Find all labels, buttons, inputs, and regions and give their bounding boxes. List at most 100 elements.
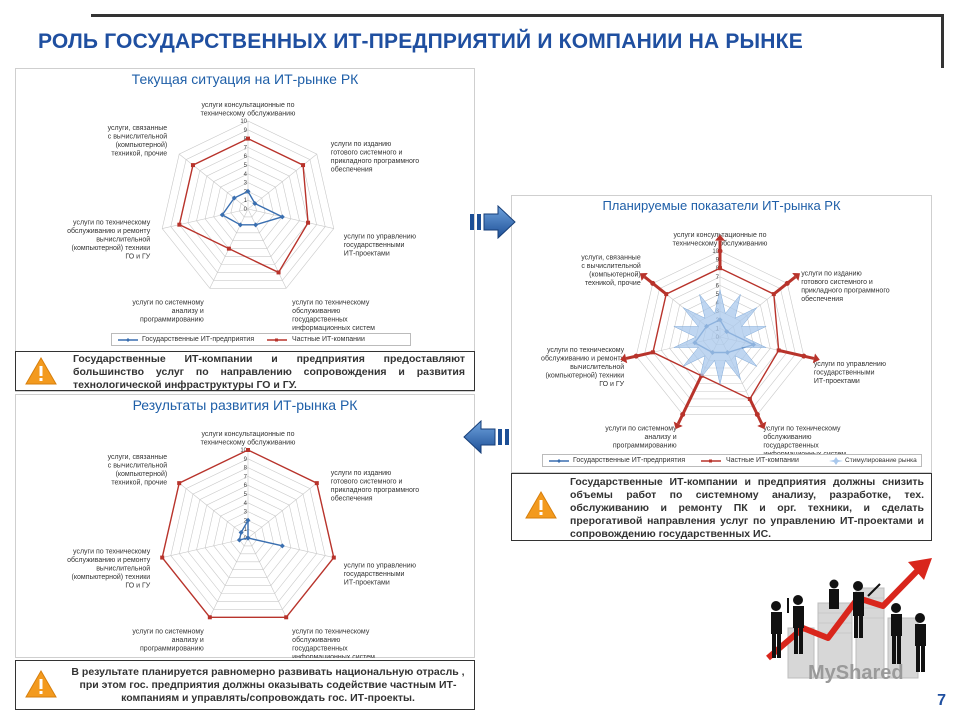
target-point [754, 411, 760, 417]
tick-label: 6 [244, 154, 248, 160]
tick-label: 1 [244, 527, 248, 533]
grid-ring [204, 164, 292, 249]
tick-label: 5 [716, 292, 720, 298]
series-point [226, 246, 231, 251]
grid-ring [221, 511, 275, 563]
grid-spoke [247, 537, 287, 618]
grid-ring [230, 520, 266, 555]
warning-icon [25, 356, 57, 385]
page-number: 7 [937, 692, 946, 709]
tick-label: 6 [716, 283, 720, 289]
grid-spoke [162, 537, 249, 558]
tick-label: 7 [244, 145, 248, 151]
title-frame [91, 14, 944, 68]
tick-label: 9 [244, 457, 248, 463]
growth-arrow [778, 348, 815, 360]
tick-label: 10 [240, 448, 247, 454]
series-point [238, 530, 244, 536]
panel-planned: Планируемые показатели ИТ-рынка РК 01234… [511, 195, 932, 473]
note-current-text: Государственные ИТ-компании и предприяти… [73, 353, 465, 391]
growth-arrowhead [812, 353, 820, 364]
tick-label: 0 [244, 207, 248, 213]
grid-ring [187, 476, 309, 594]
warning-icon [525, 490, 557, 519]
business-growth-illustration [766, 558, 932, 679]
tick-label: 7 [244, 474, 248, 480]
grid-ring [179, 467, 317, 602]
note-planned: Государственные ИТ-компании и предприяти… [511, 473, 932, 541]
arrow-left-icon [463, 420, 509, 454]
series-point [245, 535, 251, 541]
legend-gov-label: Государственные ИТ-предприятия [573, 457, 686, 464]
growth-arrowhead [673, 421, 683, 430]
series-point [331, 555, 336, 560]
grid-spoke [247, 482, 317, 539]
tick-label: 4 [244, 172, 248, 178]
growth-arrow [772, 275, 797, 296]
grid-spoke [179, 153, 249, 210]
tick-label: 5 [244, 163, 248, 169]
growth-arrowhead [757, 421, 767, 430]
growth-arrowhead [620, 353, 628, 364]
series-point [246, 448, 250, 452]
series-point [279, 543, 285, 549]
grid-ring [196, 484, 300, 586]
grid-spoke [209, 537, 249, 618]
tick-label: 5 [244, 492, 248, 498]
series-point [279, 214, 285, 220]
legend-stimulus-label: Стимулирование рынка [845, 457, 917, 464]
tick-label: 7 [716, 275, 720, 281]
panel-planned-title: Планируемые показатели ИТ-рынка РК [602, 198, 841, 213]
note-planned-text: Государственные ИТ-компании и предприяти… [570, 476, 924, 540]
tick-label: 6 [244, 483, 248, 489]
growth-arrowhead [792, 273, 800, 281]
target-point [633, 353, 639, 359]
series-point [219, 212, 225, 218]
grid-ring [204, 493, 292, 578]
series-point [284, 615, 289, 620]
grid-ring [196, 155, 300, 257]
series-point [190, 163, 195, 168]
target-point [680, 411, 686, 417]
grid-ring [187, 147, 309, 265]
target-point [784, 280, 790, 286]
grid-ring [221, 182, 275, 234]
tick-label: 8 [244, 466, 248, 472]
series-point [246, 136, 250, 141]
tick-label: 1 [244, 198, 248, 204]
legend-private-label: Частные ИТ-компании [292, 336, 365, 343]
tick-label: 2 [244, 518, 248, 524]
growth-arrow [748, 398, 764, 425]
series-point [314, 481, 319, 486]
target-point [801, 353, 807, 359]
series-stimulus-area [673, 289, 767, 385]
series-line [652, 267, 780, 400]
tick-label: 10 [240, 119, 247, 125]
legend-gov-label: Государственные ИТ-предприятия [142, 336, 255, 343]
tick-label: 3 [244, 510, 248, 516]
legend-planned: Государственные ИТ-предприятия Частные И… [542, 454, 922, 467]
panel-current-title: Текущая ситуация на ИТ-рынке РК [131, 71, 359, 87]
grid-ring [213, 502, 283, 571]
series-point [253, 222, 259, 228]
tick-label: 10 [712, 249, 719, 255]
series-point [276, 270, 281, 275]
grid-spoke [247, 208, 287, 289]
